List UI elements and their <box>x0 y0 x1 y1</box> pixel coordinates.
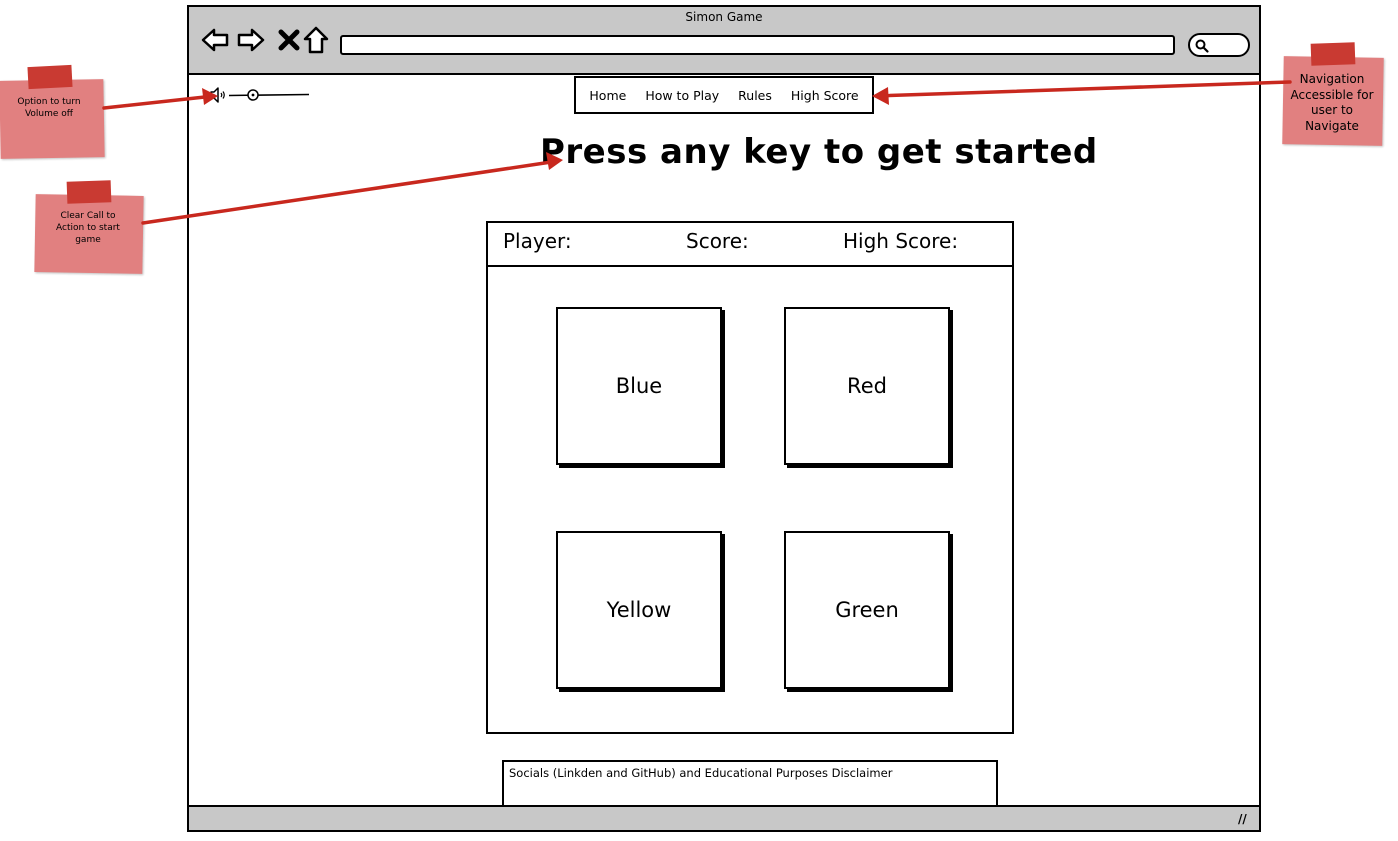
home-icon <box>303 26 329 54</box>
player-label: Player: <box>503 229 572 253</box>
annotation-volume: Option to turn Volume off <box>17 97 81 119</box>
tape <box>1310 42 1356 66</box>
red-button[interactable]: Red <box>784 307 950 465</box>
high-score-label: High Score: <box>843 229 959 253</box>
blue-button[interactable]: Blue <box>556 307 722 465</box>
stop-button[interactable] <box>274 25 300 55</box>
nav-home[interactable]: Home <box>589 87 627 103</box>
nav-how-to-play[interactable]: How to Play <box>645 87 720 103</box>
forward-arrow-icon <box>237 28 265 52</box>
resize-grip-icon[interactable]: // <box>1238 812 1247 826</box>
search-icon <box>1195 39 1209 53</box>
nav-high-score[interactable]: High Score <box>790 87 859 103</box>
close-icon <box>278 29 300 51</box>
back-arrow-icon <box>201 28 229 52</box>
tape <box>27 64 73 90</box>
volume-toggle[interactable] <box>209 86 227 104</box>
nav-menu: Home How to Play Rules High Score <box>574 76 874 114</box>
cta-heading: Press any key to get started <box>540 132 1098 172</box>
annotation-cta: Clear Call to Action to start game <box>56 211 120 245</box>
forward-button[interactable] <box>236 25 266 55</box>
window-title: Simon Game <box>685 10 763 24</box>
green-button[interactable]: Green <box>784 531 950 689</box>
nav-rules[interactable]: Rules <box>738 87 772 103</box>
annotation-navigation: Navigation Accessible for user to Naviga… <box>1290 72 1374 133</box>
volume-slider[interactable] <box>228 86 310 104</box>
speaker-icon <box>210 87 225 103</box>
search-button[interactable] <box>1188 33 1250 57</box>
score-header <box>486 221 1014 267</box>
score-label: Score: <box>686 229 749 253</box>
address-bar[interactable] <box>340 35 1175 55</box>
yellow-button[interactable]: Yellow <box>556 531 722 689</box>
back-button[interactable] <box>200 25 230 55</box>
tape <box>66 180 112 204</box>
home-button[interactable] <box>301 25 331 55</box>
footer-text: Socials (Linkden and GitHub) and Educati… <box>509 766 893 780</box>
status-bar <box>189 805 1259 830</box>
